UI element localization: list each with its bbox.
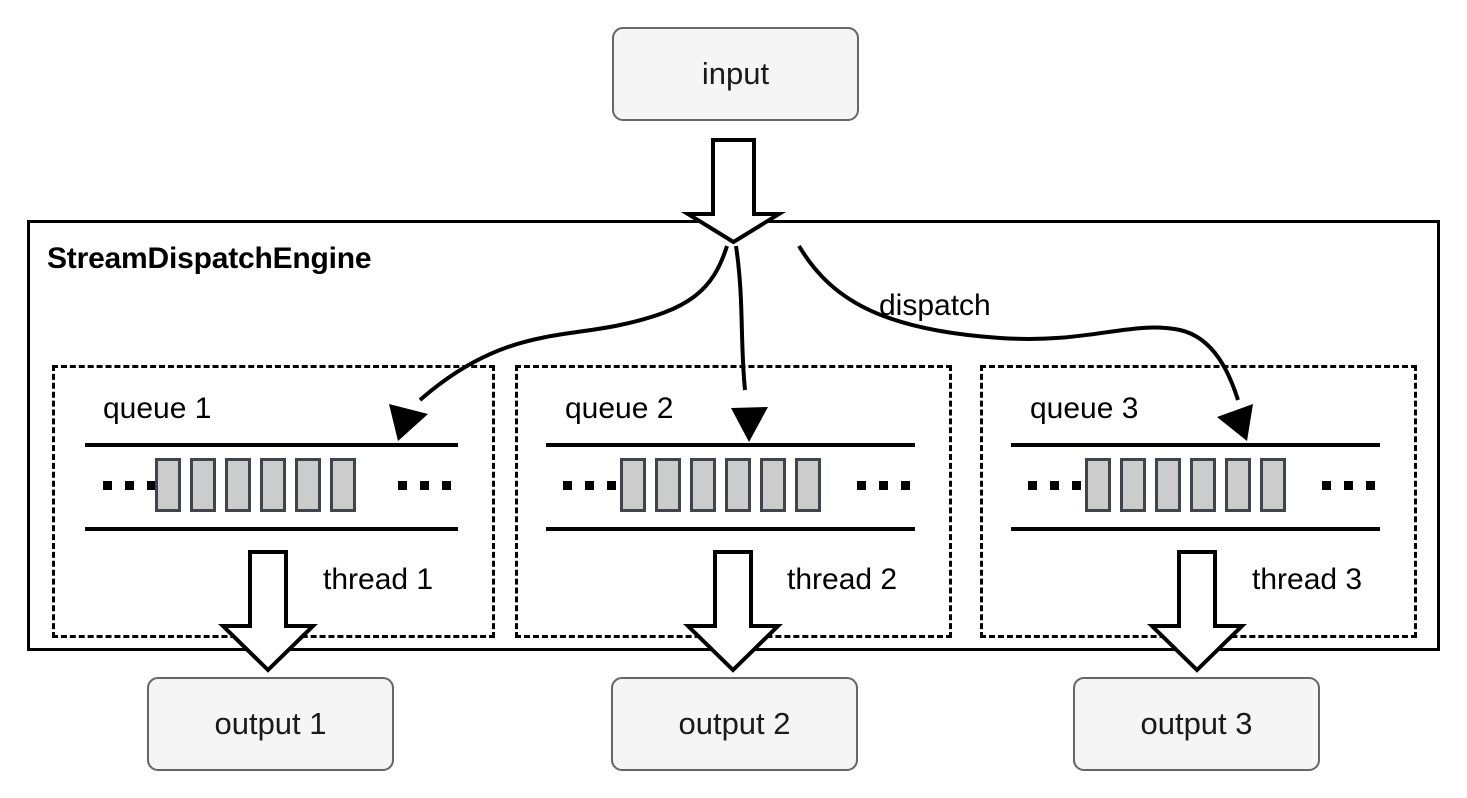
queue-ellipsis-left-3: [1028, 481, 1081, 490]
queue-cell: [225, 458, 251, 512]
queue-cell: [1120, 458, 1146, 512]
queue-cell: [190, 458, 216, 512]
dispatch-arrowhead-2: [731, 407, 768, 442]
thread-output-arrow-3: [1147, 550, 1247, 673]
queue-cell: [795, 458, 821, 512]
queue-cell: [725, 458, 751, 512]
queue-ellipsis-left-2: [563, 481, 616, 490]
queue-ellipsis-right-1: [398, 481, 451, 490]
queue-rail-top-2: [546, 443, 915, 447]
queue-cells-1: [155, 458, 365, 512]
ellipsis-dot: [563, 481, 572, 490]
ellipsis-dot: [1050, 481, 1059, 490]
ellipsis-dot: [442, 481, 451, 490]
dispatch-curve-2: [734, 245, 747, 391]
queue-rail-bottom-2: [546, 527, 915, 531]
queue-ellipsis-right-3: [1322, 481, 1375, 490]
engine-title: StreamDispatchEngine: [47, 242, 372, 275]
queue-cell: [1225, 458, 1251, 512]
ellipsis-dot: [607, 481, 616, 490]
ellipsis-dot: [1344, 481, 1353, 490]
output-node-label-1: output 1: [214, 706, 327, 741]
thread-label-3: thread 3: [1252, 563, 1363, 596]
ellipsis-dot: [420, 481, 429, 490]
queue-cell: [620, 458, 646, 512]
ellipsis-dot: [879, 481, 888, 490]
ellipsis-dot: [1072, 481, 1081, 490]
queue-cells-2: [620, 458, 830, 512]
ellipsis-dot: [901, 481, 910, 490]
output-node-label-3: output 3: [1140, 706, 1253, 741]
queue-cell: [155, 458, 181, 512]
queue-cell: [260, 458, 286, 512]
ellipsis-dot: [125, 481, 134, 490]
ellipsis-dot: [1322, 481, 1331, 490]
queue-cell: [1155, 458, 1181, 512]
output-node-3[interactable]: output 3: [1073, 677, 1320, 771]
queue-cell: [1260, 458, 1286, 512]
input-block-arrow-shape: [680, 138, 787, 245]
queue-rail-bottom-3: [1011, 527, 1380, 531]
queue-cell: [1190, 458, 1216, 512]
ellipsis-dot: [103, 481, 112, 490]
dispatch-arrowhead-1: [389, 404, 428, 441]
dispatch-curve-1: [418, 245, 729, 402]
thread-label-1: thread 1: [323, 563, 434, 596]
ellipsis-dot: [857, 481, 866, 490]
queue-rail-bottom-1: [85, 527, 458, 531]
queue-label-3: queue 3: [1030, 392, 1139, 425]
ellipsis-dot: [1366, 481, 1375, 490]
queue-cell: [295, 458, 321, 512]
queue-label-1: queue 1: [103, 392, 212, 425]
output-node-2[interactable]: output 2: [611, 677, 858, 771]
dispatch-arrowhead-3: [1217, 404, 1253, 441]
queue-cell: [330, 458, 356, 512]
thread-output-arrow-2: [683, 550, 783, 673]
ellipsis-dot: [147, 481, 156, 490]
queue-cells-3: [1085, 458, 1295, 512]
queue-rail-top-1: [85, 443, 458, 447]
input-node[interactable]: input: [612, 27, 859, 121]
queue-rail-top-3: [1011, 443, 1380, 447]
queue-ellipsis-left-1: [103, 481, 156, 490]
ellipsis-dot: [398, 481, 407, 490]
queue-cell: [760, 458, 786, 512]
output-node-1[interactable]: output 1: [147, 677, 394, 771]
ellipsis-dot: [585, 481, 594, 490]
dispatch-label: dispatch: [879, 289, 991, 322]
queue-cell: [1085, 458, 1111, 512]
thread-label-2: thread 2: [787, 563, 898, 596]
output-node-label-2: output 2: [678, 706, 791, 741]
queue-ellipsis-right-2: [857, 481, 910, 490]
queue-cell: [690, 458, 716, 512]
thread-output-arrow-1: [218, 550, 318, 673]
dispatch-curve-3: [797, 244, 1240, 401]
queue-cell: [655, 458, 681, 512]
ellipsis-dot: [1028, 481, 1037, 490]
queue-label-2: queue 2: [565, 392, 674, 425]
input-node-label: input: [701, 56, 770, 91]
